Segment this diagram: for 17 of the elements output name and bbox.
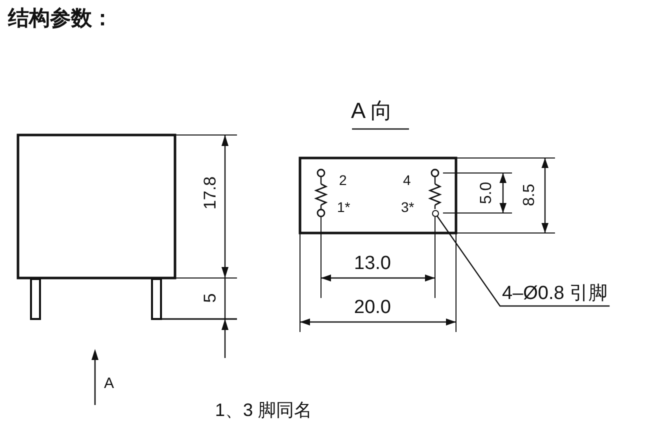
pin-number: 2 <box>339 173 347 187</box>
dimension-text: 5.0 <box>479 182 495 204</box>
pin-number: 3* <box>401 200 414 214</box>
pin-number: 4 <box>403 173 411 187</box>
dimension-text: 8.5 <box>522 184 538 206</box>
title: 结构参数： <box>8 8 113 29</box>
leader-line <box>436 216 610 307</box>
note: 1、3 脚同名 <box>215 401 312 419</box>
dimension-text: 5 <box>202 293 218 303</box>
pin-number: 1* <box>337 200 350 214</box>
view-label: A 向 <box>351 100 393 122</box>
pin-hole <box>432 210 438 216</box>
dimension-text: 17.8 <box>202 176 218 210</box>
callout-text: 4–Ø0.8 引脚 <box>502 284 608 303</box>
dimension-text: 13.0 <box>354 254 391 273</box>
view-label: A <box>104 376 114 391</box>
dimension-text: 20.0 <box>354 298 391 317</box>
